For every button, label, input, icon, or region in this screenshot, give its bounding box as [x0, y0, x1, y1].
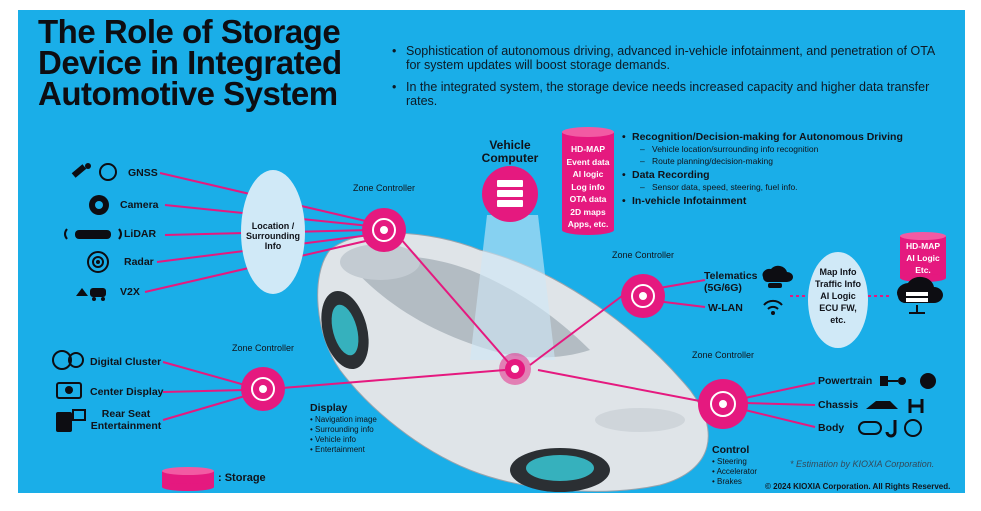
application-sub: Route planning/decision-making	[622, 155, 942, 167]
cloud-storage	[900, 232, 946, 282]
storage-legend-label: : Storage	[218, 472, 266, 484]
satellite-icon	[71, 163, 117, 181]
v2x-icon	[76, 288, 106, 301]
zone-label-control: Zone Controller	[691, 350, 755, 360]
application-heading: In-vehicle Infotainment	[622, 195, 942, 207]
map-info-bubble	[808, 252, 868, 348]
copyright: © 2024 KIOXIA Corporation. All Rights Re…	[765, 482, 951, 491]
zone-node-sensors	[362, 208, 406, 252]
zone-label-comms: Zone Controller	[611, 250, 675, 260]
vc-storage-item: Apps, etc.	[567, 219, 609, 229]
vc-storage-item: HD-MAP	[571, 144, 605, 154]
monitor-icon	[56, 382, 82, 399]
location-bubble	[241, 170, 305, 294]
cloud-storage-item: AI Logic	[906, 253, 940, 263]
cloud-storage-item: HD-MAP	[906, 241, 940, 251]
sensor-v2x-label: V2X	[120, 286, 140, 298]
zone-node-control	[698, 379, 748, 429]
bubble-line: ECU FW,	[819, 303, 857, 313]
vc-storage-item: 2D maps	[570, 206, 606, 217]
zone-label-display: Zone Controller	[231, 343, 295, 353]
vc-storage-item: Event data	[566, 156, 610, 167]
rear-seat-icon	[56, 409, 86, 432]
display-sub: • Vehicle info	[310, 435, 356, 444]
bubble-line: etc.	[830, 315, 846, 325]
control-sub: • Steering	[712, 457, 747, 466]
sensor-lidar-label: LiDAR	[124, 228, 157, 240]
server-icon	[497, 180, 523, 207]
control-sub: • Accelerator	[712, 467, 758, 476]
camera-icon	[89, 195, 109, 215]
control-heading: Control	[712, 444, 750, 456]
center-display-label: Center Display	[90, 386, 164, 398]
cloud-server-icon	[896, 276, 943, 314]
title-line-3: Automotive System	[38, 75, 338, 112]
rear-seat-label: Rear Seat Entertainment	[90, 408, 162, 432]
vc-storage	[562, 127, 614, 235]
location-bubble-label: Location / Surrounding Info	[246, 221, 300, 251]
vehicle-computer-label: Vehicle Computer	[481, 138, 539, 165]
sensor-gnss-label: GNSS	[128, 167, 158, 179]
radar-icon	[87, 251, 109, 273]
chassis-label: Chassis	[818, 399, 859, 411]
display-subs: • Navigation image • Surrounding info • …	[310, 415, 377, 455]
powertrain-label: Powertrain	[818, 375, 873, 387]
vc-storage-item: OTA data	[569, 194, 607, 204]
sensor-camera-label: Camera	[120, 199, 159, 211]
projection-beam	[470, 215, 555, 360]
cloud-storage-list: HD-MAP AI Logic Etc.	[900, 240, 946, 276]
display-sub: • Navigation image	[310, 415, 377, 424]
storage-legend-icon	[162, 467, 214, 491]
bubble-line: Traffic Info	[814, 279, 861, 289]
zone-label-sensors: Zone Controller	[352, 183, 416, 193]
control-sub: • Brakes	[712, 477, 742, 486]
bubble-line: AI Logic	[820, 291, 856, 301]
display-sub: • Surrounding info	[310, 425, 374, 434]
vc-storage-item: AI logic	[572, 169, 604, 179]
powertrain-icon	[880, 373, 936, 389]
application-sub: Vehicle location/surrounding info recogn…	[622, 143, 942, 155]
vc-storage-list: HD-MAP Event data AI logic Log info OTA …	[562, 143, 614, 231]
display-sub: • Entertainment	[310, 445, 365, 454]
title-line-2: Device in Integrated	[38, 44, 342, 81]
page-title: The Role of Storage Device in Integrated…	[38, 13, 378, 112]
application-sub: Sensor data, speed, steering, fuel info.	[622, 181, 942, 193]
cloud-storage-item: Etc.	[915, 265, 931, 275]
gauge-icon	[52, 350, 84, 370]
zone-node-comms	[621, 274, 665, 318]
application-heading: Data Recording	[622, 169, 942, 181]
chassis-icon	[866, 399, 924, 413]
title-line-1: The Role of Storage	[38, 13, 341, 50]
zone-node-display	[241, 367, 285, 411]
bubble-line: Map Info	[819, 267, 857, 277]
wlan-label: W-LAN	[708, 302, 743, 314]
lidar-icon	[64, 228, 122, 240]
footnote: * Estimation by KIOXIA Corporation.	[790, 459, 935, 469]
vc-storage-item: Log info	[571, 181, 605, 192]
cloud-car-icon	[762, 265, 793, 288]
wifi-icon	[763, 299, 783, 315]
applications-list: Recognition/Decision-making for Autonomo…	[622, 129, 942, 207]
control-subs: • Steering • Accelerator • Brakes	[712, 457, 757, 487]
display-heading: Display	[310, 402, 348, 414]
intro-bullet: Sophistication of autonomous driving, ad…	[390, 44, 950, 72]
application-heading: Recognition/Decision-making for Autonomo…	[622, 131, 942, 143]
sensor-radar-label: Radar	[124, 256, 154, 268]
map-info-bubble-text: Map Info Traffic Info AI Logic ECU FW, e…	[808, 266, 868, 326]
digital-cluster-label: Digital Cluster	[90, 356, 162, 368]
intro-bullet: In the integrated system, the storage de…	[390, 80, 950, 108]
telematics-label: Telematics (5G/6G)	[704, 270, 758, 294]
body-label: Body	[818, 422, 845, 434]
body-icon	[858, 419, 922, 438]
intro-bullets: Sophistication of autonomous driving, ad…	[390, 44, 950, 116]
